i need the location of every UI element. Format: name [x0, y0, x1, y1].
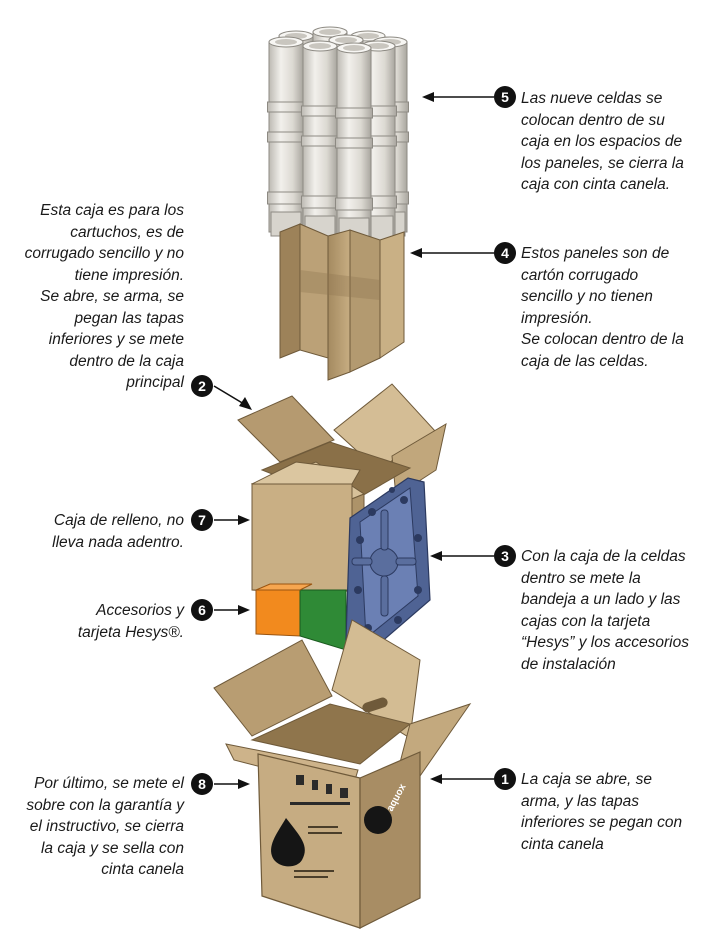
step-5-description: Las nueve celdas se colocan dentro de su…	[521, 90, 684, 193]
badge-number: 6	[198, 602, 206, 618]
filler-box	[250, 461, 366, 595]
tray	[345, 477, 431, 651]
cells-cylinders	[267, 26, 409, 243]
step-3-description: Con la caja de la celdas dentro se mete …	[521, 548, 689, 673]
accessory-boxes	[255, 583, 347, 651]
badge-number: 7	[198, 512, 206, 528]
step-badge-2: 2	[191, 375, 213, 397]
step-8-description: Por último, se mete el sobre con la gara…	[26, 775, 184, 878]
badge-number: 3	[501, 548, 509, 564]
badge-number: 2	[198, 378, 206, 394]
badge-number: 1	[501, 771, 509, 787]
step-4-description: Estos paneles son de cartón corrugado se…	[521, 245, 684, 370]
main-box	[213, 619, 472, 929]
step-badge-4: 4	[494, 242, 516, 264]
step-badge-3: 3	[494, 545, 516, 567]
step-2-description: Esta caja es para los cartuchos, es de c…	[24, 202, 184, 391]
cross-panels	[279, 223, 405, 381]
step-badge-7: 7	[191, 509, 213, 531]
step-1-description: La caja se abre, se arma, y las tapas in…	[521, 771, 683, 853]
step-6-description: Accesorios y tarjeta Hesys®.	[77, 602, 184, 641]
badge-number: 5	[501, 89, 509, 105]
step-badge-5: 5	[494, 86, 516, 108]
badge-number: 4	[501, 245, 509, 261]
step-7-description: Caja de relleno, no lleva nada adentro.	[52, 512, 184, 551]
step-badge-6: 6	[191, 599, 213, 621]
step-badge-1: 1	[494, 768, 516, 790]
badge-number: 8	[198, 776, 206, 792]
leader-arrows	[213, 92, 494, 789]
step-badge-8: 8	[191, 773, 213, 795]
